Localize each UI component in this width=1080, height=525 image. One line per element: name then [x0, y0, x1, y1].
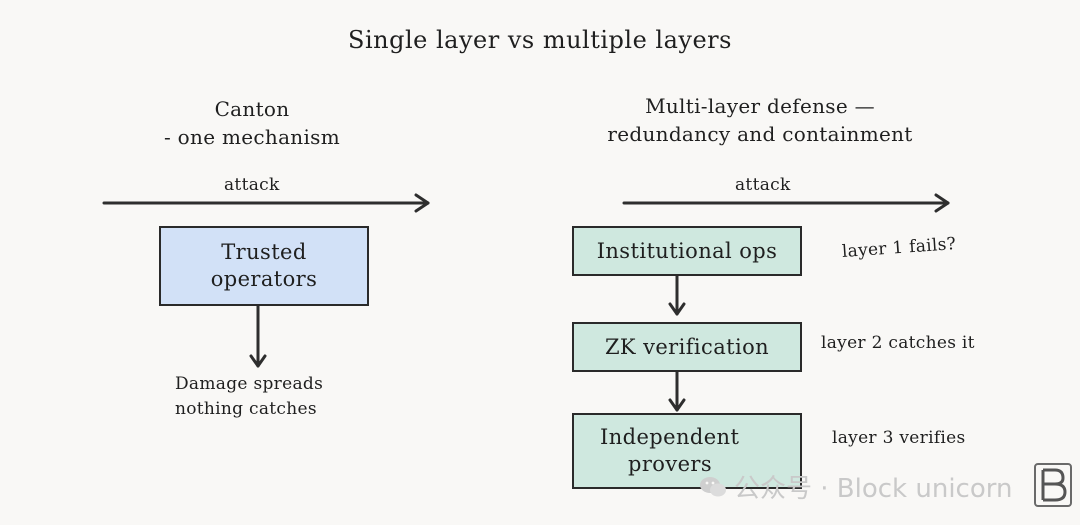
zk-verification-box: ZK verification — [572, 322, 802, 372]
independent-provers-line2: provers — [628, 452, 713, 476]
institutional-ops-box: Institutional ops — [572, 226, 802, 276]
right-down-arrow-1 — [668, 273, 686, 316]
left-down-arrow — [249, 304, 267, 368]
right-attack-label: attack — [735, 175, 791, 195]
right-heading-line1: Multi-layer defense — — [645, 94, 875, 118]
watermark-text: 公众号 · Block unicorn — [734, 474, 1013, 504]
damage-note-line2: nothing catches — [175, 399, 317, 419]
left-heading: Canton - one mechanism — [112, 95, 392, 151]
left-heading-line2: - one mechanism — [163, 125, 341, 149]
zk-verification-label: ZK verification — [604, 334, 770, 359]
left-heading-line1: Canton — [214, 97, 290, 121]
right-heading: Multi-layer defense — redundancy and con… — [570, 92, 950, 148]
damage-note: Damage spreads nothing catches — [175, 372, 323, 422]
watermark: 公众号 · Block unicorn — [698, 468, 1012, 505]
right-attack-arrow — [622, 193, 950, 213]
left-attack-arrow — [102, 193, 430, 213]
damage-note-line1: Damage spreads — [175, 374, 324, 394]
right-heading-line2: redundancy and containment — [607, 122, 913, 146]
right-down-arrow-2 — [668, 370, 686, 412]
institutional-ops-label: Institutional ops — [596, 238, 778, 263]
layer2-note: layer 2 catches it — [821, 333, 975, 353]
left-attack-label: attack — [224, 175, 280, 195]
independent-provers-box: Independent provers — [572, 413, 802, 489]
independent-provers-line1: Independent — [600, 425, 740, 449]
trusted-operators-line2: operators — [210, 267, 318, 291]
diagram-title: Single layer vs multiple layers — [348, 26, 732, 54]
block-unicorn-logo — [1033, 462, 1073, 508]
layer3-note: layer 3 verifies — [832, 428, 966, 448]
trusted-operators-box: Trusted operators — [159, 226, 369, 306]
wechat-icon — [700, 476, 726, 496]
trusted-operators-line1: Trusted — [221, 240, 307, 264]
